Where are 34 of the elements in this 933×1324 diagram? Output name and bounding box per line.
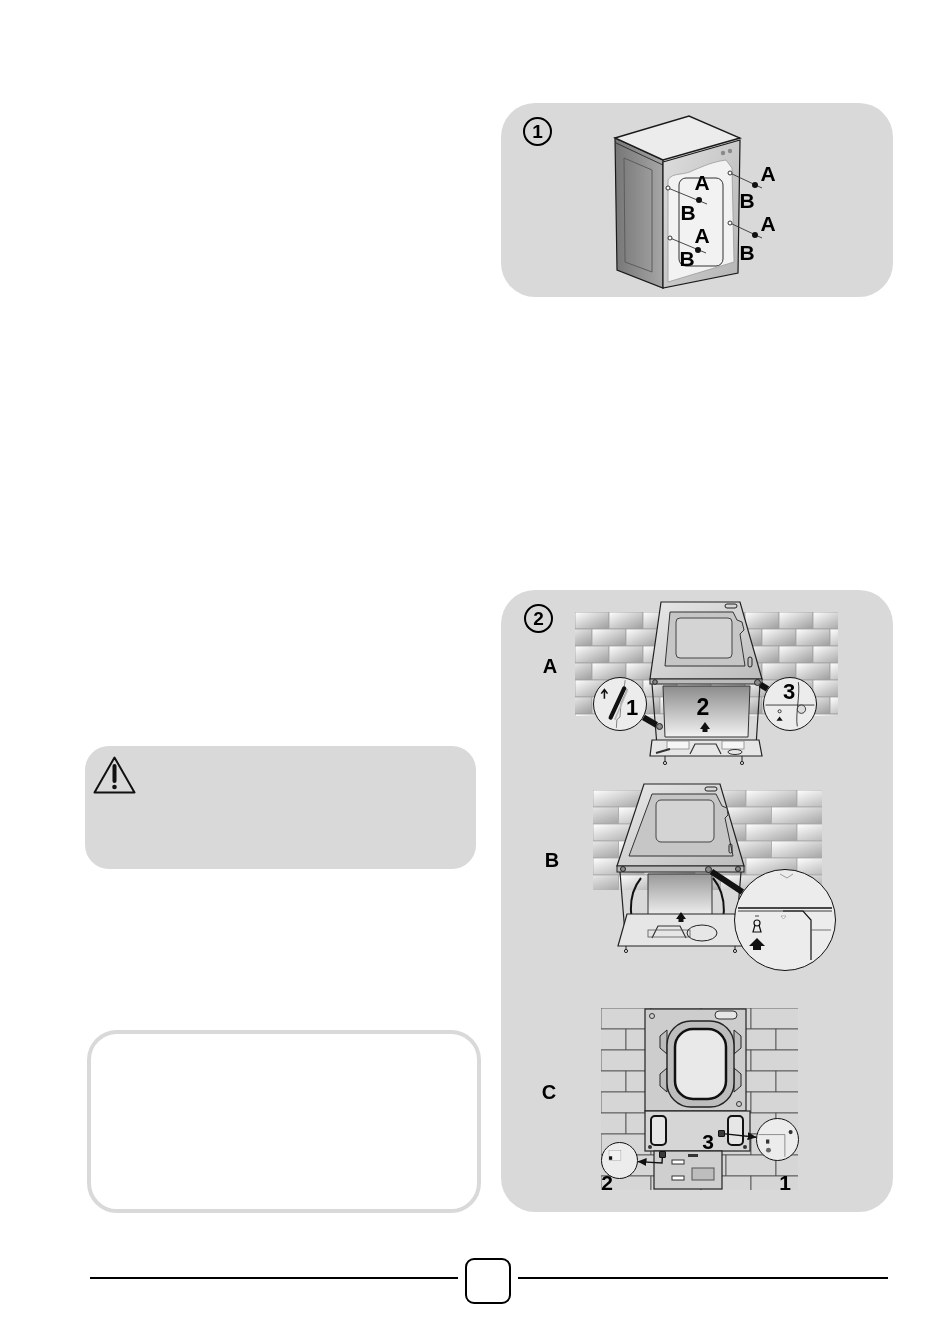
part-letter: B <box>680 201 696 223</box>
step-panel <box>501 590 893 1212</box>
section-letter: C <box>541 1082 557 1102</box>
arrow <box>724 1132 757 1141</box>
fixing-clip <box>659 1151 666 1158</box>
section-letter: A <box>542 656 558 676</box>
leader-line <box>758 681 770 692</box>
step-number: 1 <box>532 122 543 141</box>
part-letter: A <box>760 162 776 184</box>
part-letter: A <box>694 171 710 193</box>
part-letter: B <box>739 189 755 211</box>
bolt <box>705 866 712 873</box>
section-letter: B <box>544 850 560 870</box>
callout-number: 3 <box>782 681 796 703</box>
step-panel <box>501 103 893 297</box>
callout-number: 1 <box>779 1171 791 1193</box>
warning-box <box>85 746 476 869</box>
fixing-clip <box>718 1130 725 1137</box>
arrow <box>637 1157 663 1167</box>
callout-number: 2 <box>601 1171 613 1193</box>
leader-line <box>709 868 745 895</box>
part-letter: B <box>739 241 755 263</box>
page-number-box <box>465 1258 511 1304</box>
step-number: 2 <box>533 609 544 628</box>
part-letter: B <box>679 247 695 269</box>
callout-number: 2 <box>696 695 710 719</box>
leader-line <box>642 714 658 728</box>
bolt <box>656 723 663 730</box>
bolt <box>754 679 761 686</box>
part-letter: A <box>760 212 776 234</box>
part-letter: A <box>694 224 710 246</box>
callout-number: 3 <box>702 1130 714 1152</box>
callout-number: 1 <box>625 697 639 719</box>
note-box <box>87 1030 481 1213</box>
